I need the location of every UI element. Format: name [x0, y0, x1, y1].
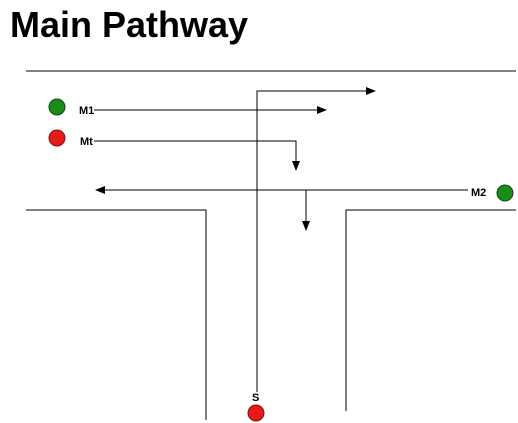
- m1-label: M1: [79, 105, 94, 117]
- mt-pathway-arrow: [94, 140, 300, 171]
- left-corridor-wall: [26, 209, 207, 420]
- right-corridor-wall: [345, 209, 516, 411]
- page-title: Main Pathway: [10, 4, 249, 45]
- s-label: S: [252, 392, 259, 404]
- mt-node: [48, 129, 66, 147]
- m1-node: [48, 98, 66, 116]
- m2-node: [496, 184, 514, 202]
- s-pathway-arrow: [256, 87, 376, 392]
- m2-label: M2: [471, 187, 486, 199]
- mt-label: Mt: [80, 136, 93, 148]
- s-node: [247, 404, 265, 422]
